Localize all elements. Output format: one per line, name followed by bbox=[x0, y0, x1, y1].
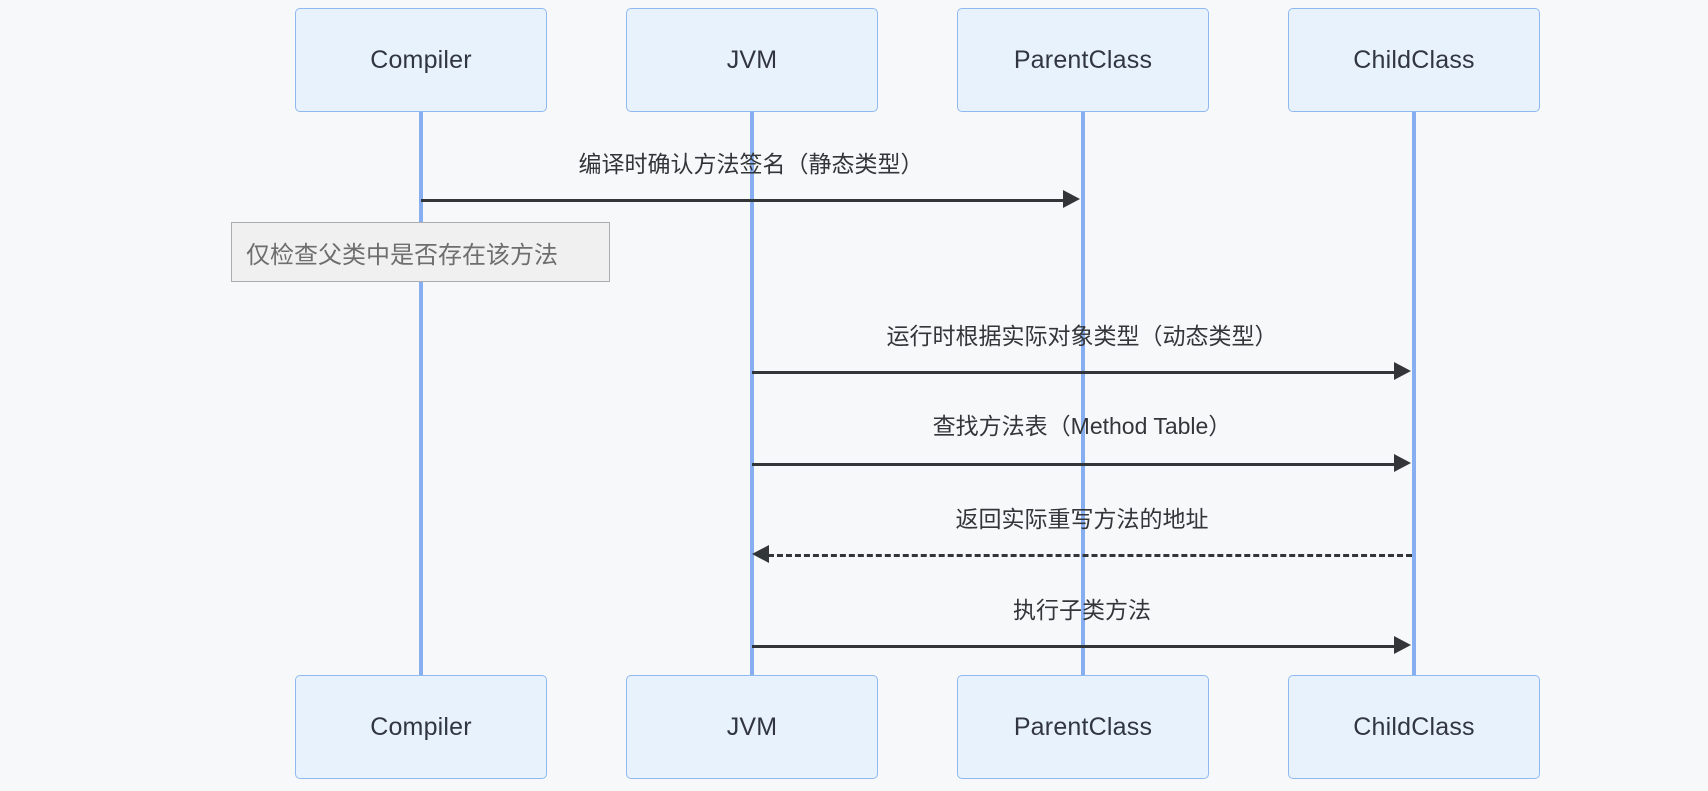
actor-label-childclass-top: ChildClass bbox=[1353, 45, 1475, 74]
message-line-m1 bbox=[421, 199, 1065, 202]
message-line-m2 bbox=[752, 371, 1396, 374]
actor-box-childclass-bottom[interactable]: ChildClass bbox=[1288, 675, 1540, 779]
message-label-m5: 执行子类方法 bbox=[1013, 597, 1151, 623]
actor-label-jvm-top: JVM bbox=[726, 45, 778, 74]
message-line-m4 bbox=[768, 554, 1412, 557]
lifeline-compiler bbox=[419, 112, 423, 675]
actor-box-jvm-top[interactable]: JVM bbox=[626, 8, 878, 112]
actor-label-compiler-top: Compiler bbox=[370, 45, 472, 74]
actor-box-childclass-top[interactable]: ChildClass bbox=[1288, 8, 1540, 112]
note-over-compiler: 仅检查父类中是否存在该方法 bbox=[231, 222, 610, 282]
actor-box-compiler-top[interactable]: Compiler bbox=[295, 8, 547, 112]
actor-label-jvm-bottom: JVM bbox=[726, 712, 778, 741]
lifeline-childclass bbox=[1412, 112, 1416, 675]
actor-label-childclass-bottom: ChildClass bbox=[1353, 712, 1475, 741]
note-text: 仅检查父类中是否存在该方法 bbox=[246, 241, 558, 269]
message-label-m1: 编译时确认方法签名（静态类型） bbox=[578, 151, 924, 177]
actor-box-jvm-bottom[interactable]: JVM bbox=[626, 675, 878, 779]
message-arrowhead-m2 bbox=[1394, 362, 1411, 380]
message-line-m3 bbox=[752, 463, 1396, 466]
message-arrowhead-m3 bbox=[1394, 454, 1411, 472]
message-line-m5 bbox=[752, 645, 1396, 648]
actor-box-parentclass-top[interactable]: ParentClass bbox=[957, 8, 1209, 112]
message-arrowhead-m1 bbox=[1063, 190, 1080, 208]
message-label-m3: 查找方法表（Method Table） bbox=[932, 413, 1232, 439]
lifeline-parentclass bbox=[1081, 112, 1085, 675]
lifeline-jvm bbox=[750, 112, 754, 675]
actor-box-parentclass-bottom[interactable]: ParentClass bbox=[957, 675, 1209, 779]
message-arrowhead-m5 bbox=[1394, 636, 1411, 654]
actor-label-compiler-bottom: Compiler bbox=[370, 712, 472, 741]
actor-label-parentclass-top: ParentClass bbox=[1013, 45, 1153, 74]
message-label-m2: 运行时根据实际对象类型（动态类型） bbox=[886, 323, 1278, 349]
actor-label-parentclass-bottom: ParentClass bbox=[1013, 712, 1153, 741]
message-arrowhead-m4 bbox=[752, 545, 769, 563]
message-label-m4: 返回实际重写方法的地址 bbox=[955, 506, 1209, 532]
actor-box-compiler-bottom[interactable]: Compiler bbox=[295, 675, 547, 779]
